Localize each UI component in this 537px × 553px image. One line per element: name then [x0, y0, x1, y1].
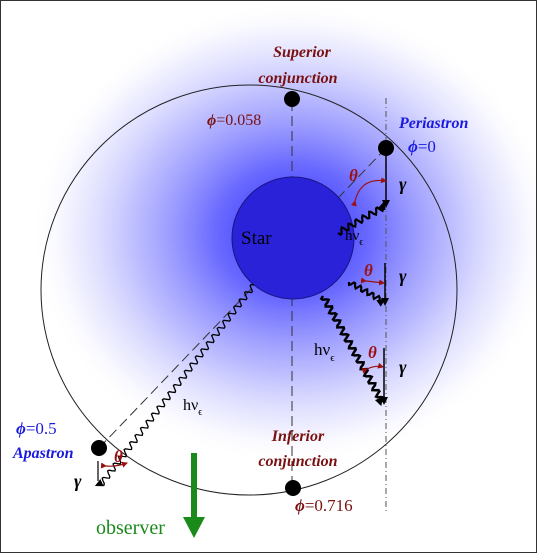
- pulsar-apastron: [91, 440, 107, 456]
- observer-label: observer: [96, 517, 165, 539]
- photon-energy-label-1: hνϵ: [345, 228, 363, 248]
- star-label: Star: [241, 228, 272, 249]
- photon-wave-middle: [347, 281, 386, 307]
- photon-energy-label-3: hνϵ: [183, 397, 202, 418]
- theta-symbol-4: θ: [114, 447, 123, 466]
- inferior-label-line1: Inferior: [271, 428, 325, 445]
- gamma-symbol-1: γ: [399, 174, 407, 194]
- theta-arc-lower: [361, 362, 384, 374]
- pulsar-inferior-conjunction: [285, 480, 301, 496]
- apastron-label: Apastron: [12, 445, 74, 462]
- theta-symbol-3: θ: [368, 343, 377, 362]
- star: [231, 176, 355, 300]
- theta-symbol-2: θ: [364, 261, 373, 280]
- photon-wave-periastron: [337, 201, 386, 237]
- orbit-ellipse: [40, 84, 458, 496]
- theta-arc-periastron: [350, 177, 387, 207]
- superior-label-line1: Superior: [273, 44, 332, 61]
- pulsar-superior-conjunction: [284, 91, 300, 107]
- inferior-phase: ϕ=0.716: [295, 496, 353, 515]
- gamma-symbol-2: γ: [399, 266, 407, 286]
- apastron-phase: ϕ=0.5: [16, 419, 57, 438]
- photon-energy-label-2: hνϵ: [314, 340, 335, 364]
- theta-arc-middle: [360, 277, 385, 286]
- superior-phase: ϕ=0.058: [207, 112, 261, 129]
- theta-symbol-1: θ: [349, 166, 358, 185]
- photon-wave-apastron: [94, 283, 255, 487]
- observer-arrow-head: [183, 517, 205, 538]
- theta-arc-apastron: [100, 461, 128, 469]
- gamma-symbol-3: γ: [399, 357, 407, 377]
- photon-paths: [94, 201, 386, 487]
- gamma-symbol-4: γ: [74, 471, 82, 491]
- superior-label-line2: conjunction: [258, 70, 337, 87]
- pulsar-periastron: [378, 140, 394, 156]
- inferior-label-line2: conjunction: [258, 453, 337, 470]
- photon-wave-lower: [319, 295, 386, 407]
- periastron-label: Periastron: [398, 115, 468, 132]
- periastron-phase: ϕ=0: [408, 137, 436, 156]
